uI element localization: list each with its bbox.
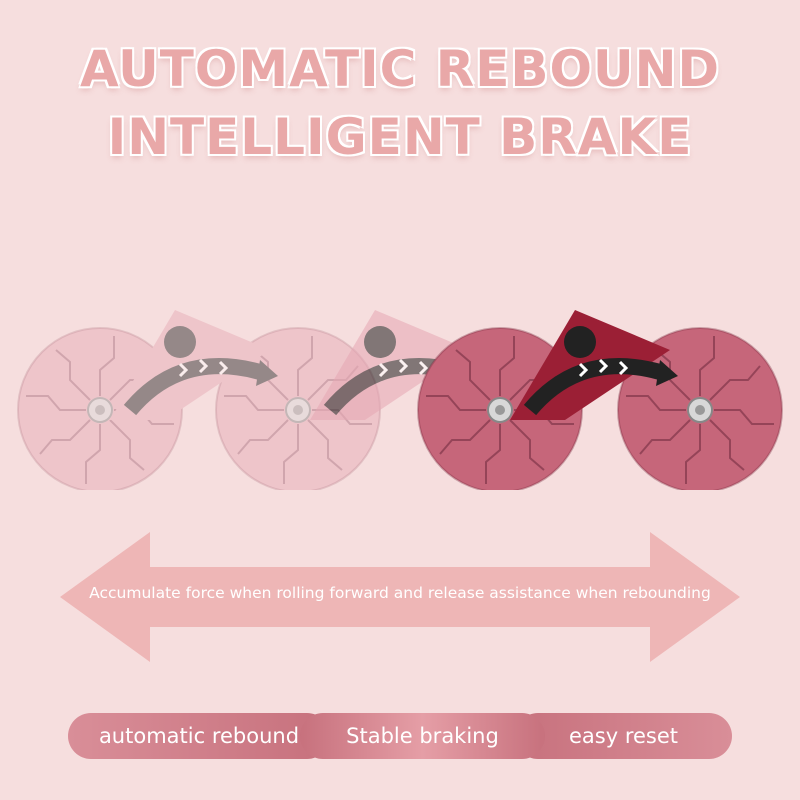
headline-line-2: INTELLIGENT BRAKE: [107, 108, 693, 166]
arrow-caption: Accumulate force when rolling forward an…: [89, 584, 711, 602]
double-arrow-icon: [60, 532, 740, 662]
ab-roller-illustration: [17, 270, 783, 490]
feature-easy-reset: easy reset: [515, 713, 732, 759]
feature-automatic-rebound: automatic rebound: [68, 713, 330, 759]
feature-stable-braking: Stable braking: [300, 713, 545, 759]
headline-line-1: AUTOMATIC REBOUND: [80, 40, 720, 98]
